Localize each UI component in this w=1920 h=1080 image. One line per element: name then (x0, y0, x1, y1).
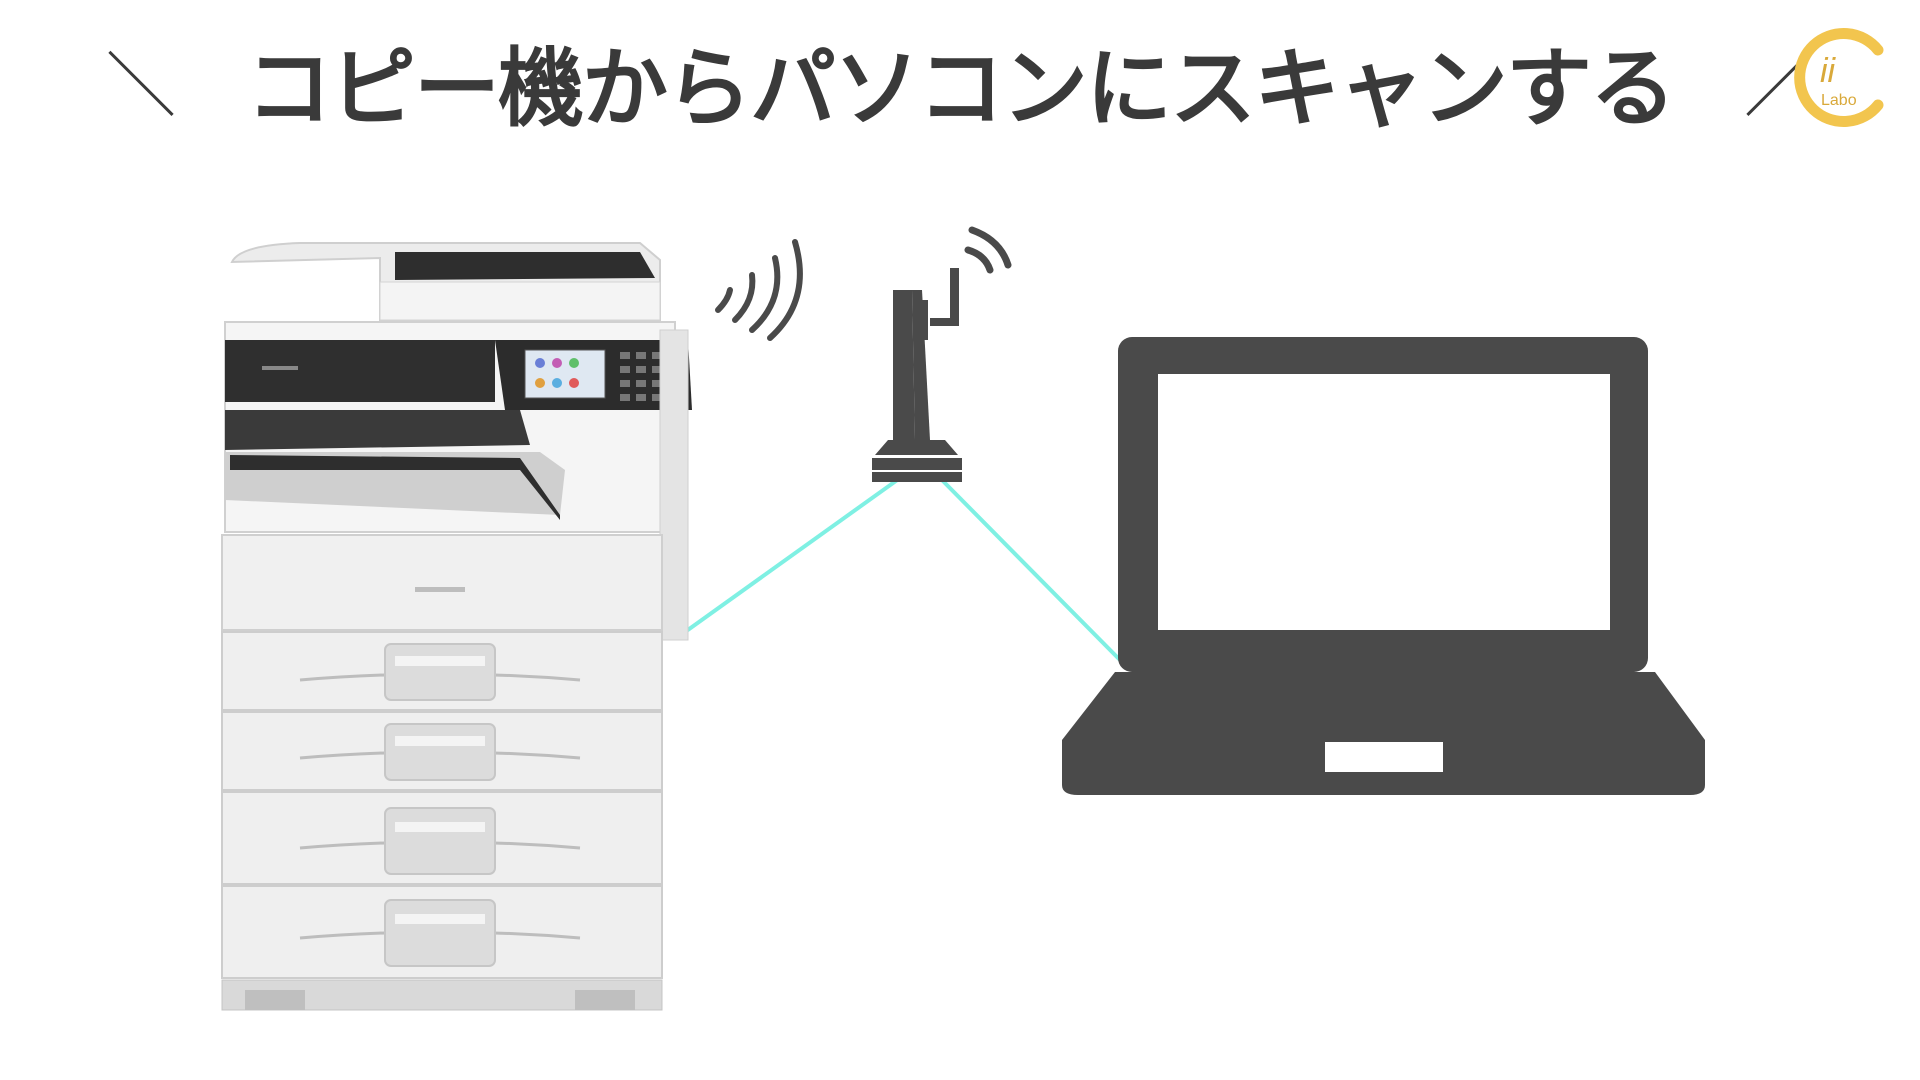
chii-labo-logo: ii Labo (1788, 20, 1898, 132)
header: ＼ コピー機からパソコンにスキャンする ／ (0, 20, 1920, 140)
copier-icon (221, 242, 692, 1011)
page-title: コピー機からパソコンにスキャンする (246, 38, 1676, 139)
logo-mark-icon: ii (1794, 28, 1884, 127)
title-left-slash: ＼ (106, 44, 176, 127)
wifi-signal-icon (715, 239, 803, 341)
logo-text: Labo (1821, 92, 1857, 109)
connection-line-router-laptop (938, 476, 1122, 662)
router-icon (872, 226, 1012, 482)
laptop-icon (1062, 337, 1705, 795)
connection-line-copier-router (683, 476, 902, 634)
logo-mark-text: ii (1820, 52, 1837, 90)
